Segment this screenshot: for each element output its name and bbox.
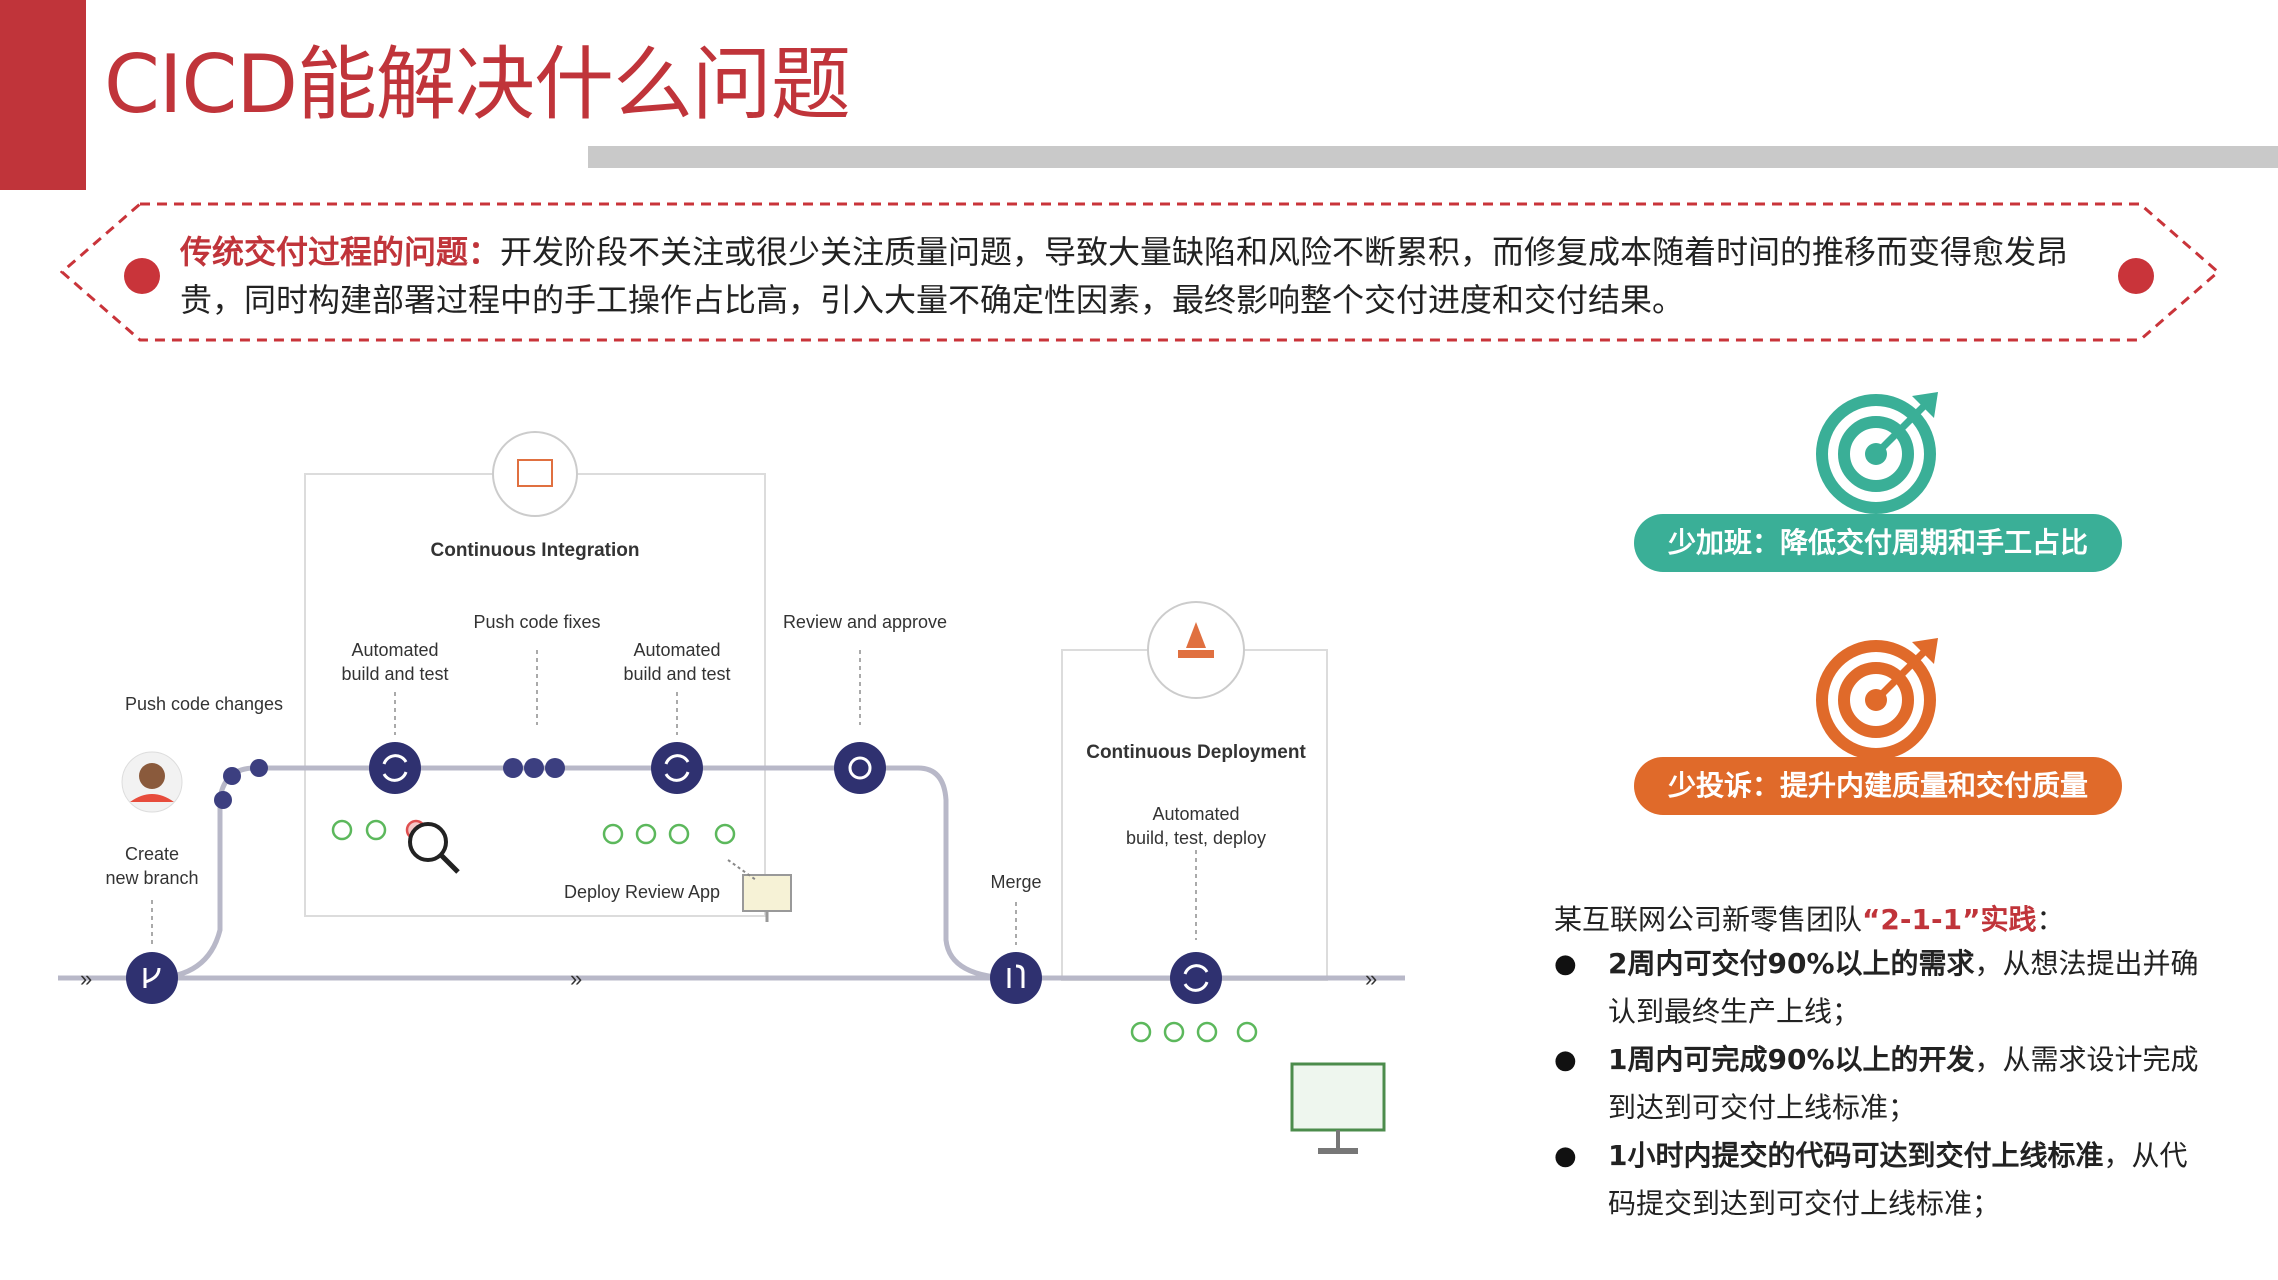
practice-item-bold: 1周内可完成90%以上的开发 [1608,1043,1975,1076]
label-push-code-changes: Push code changes [125,694,283,714]
svg-text:»: » [1365,966,1377,991]
target-icon-green [1808,382,1948,522]
review-app-monitor-icon [743,875,791,911]
ci-cycle-icon [493,432,577,516]
cicd-workflow-diagram: » » » [40,410,1430,1170]
label-create-branch-2: new branch [105,868,198,888]
target-icon-orange [1808,628,1948,768]
label-auto-build-2b: build and test [623,664,730,684]
label-push-code-fixes: Push code fixes [473,612,600,632]
benefit-pill-overtime: 少加班：降低交付周期和手工占比 [1634,514,2122,572]
label-auto-build-2a: Automated [633,640,720,660]
problem-heading: 传统交付过程的问题： [180,233,500,271]
practice-item-bold: 2周内可交付90%以上的需求 [1608,947,1975,980]
problem-statement: 传统交付过程的问题：开发阶段不关注或很少关注质量问题，导致大量缺陷和风险不断累积… [180,228,2110,324]
benefit-pill-complaints: 少投诉：提升内建质量和交付质量 [1634,757,2122,815]
approve-node [834,742,886,794]
label-auto-deploy-2: build, test, deploy [1126,828,1266,848]
practice-item: 1周内可完成90%以上的开发，从需求设计完成到达到可交付上线标准； [1550,1036,2210,1132]
practice-item-bold: 1小时内提交的代码可达到交付上线标准 [1608,1139,2104,1172]
banner-bullet-left [124,258,160,294]
label-review-approve: Review and approve [783,612,947,632]
title-accent-block [0,0,86,190]
practice-list: 2周内可交付90%以上的需求，从想法提出并确认到最终生产上线； 1周内可完成90… [1550,940,2210,1228]
practice-intro-suffix: ： [2037,903,2065,936]
build-node-1 [369,742,421,794]
banner-bullet-right [2118,258,2154,294]
practice-intro-quote: “2-1-1”实践 [1862,903,2037,936]
label-auto-build-1b: build and test [341,664,448,684]
deploy-monitor-icon [1292,1064,1384,1130]
merge-node [990,952,1042,1004]
page-title: CICD能解决什么问题 [104,30,850,140]
label-auto-build-1a: Automated [351,640,438,660]
practice-intro-prefix: 某互联网公司新零售团队 [1554,903,1862,936]
label-auto-deploy-1: Automated [1152,804,1239,824]
practice-item: 2周内可交付90%以上的需求，从想法提出并确认到最终生产上线； [1550,940,2210,1036]
label-create-branch-1: Create [125,844,179,864]
label-merge: Merge [990,872,1041,892]
svg-text:»: » [80,966,92,991]
title-underline-bar [588,146,2278,168]
build-node-2 [651,742,703,794]
cd-title: Continuous Deployment [1086,742,1306,763]
feature-branch-line [152,768,1016,978]
practice-intro: 某互联网公司新零售团队“2-1-1”实践： [1554,898,2065,938]
label-deploy-review-app: Deploy Review App [564,882,720,902]
deploy-node [1170,952,1222,1004]
ci-title: Continuous Integration [431,540,640,561]
practice-item: 1小时内提交的代码可达到交付上线标准，从代码提交到达到可交付上线标准； [1550,1132,2210,1228]
svg-text:»: » [570,966,582,991]
bug-magnifier-icon [410,824,446,860]
